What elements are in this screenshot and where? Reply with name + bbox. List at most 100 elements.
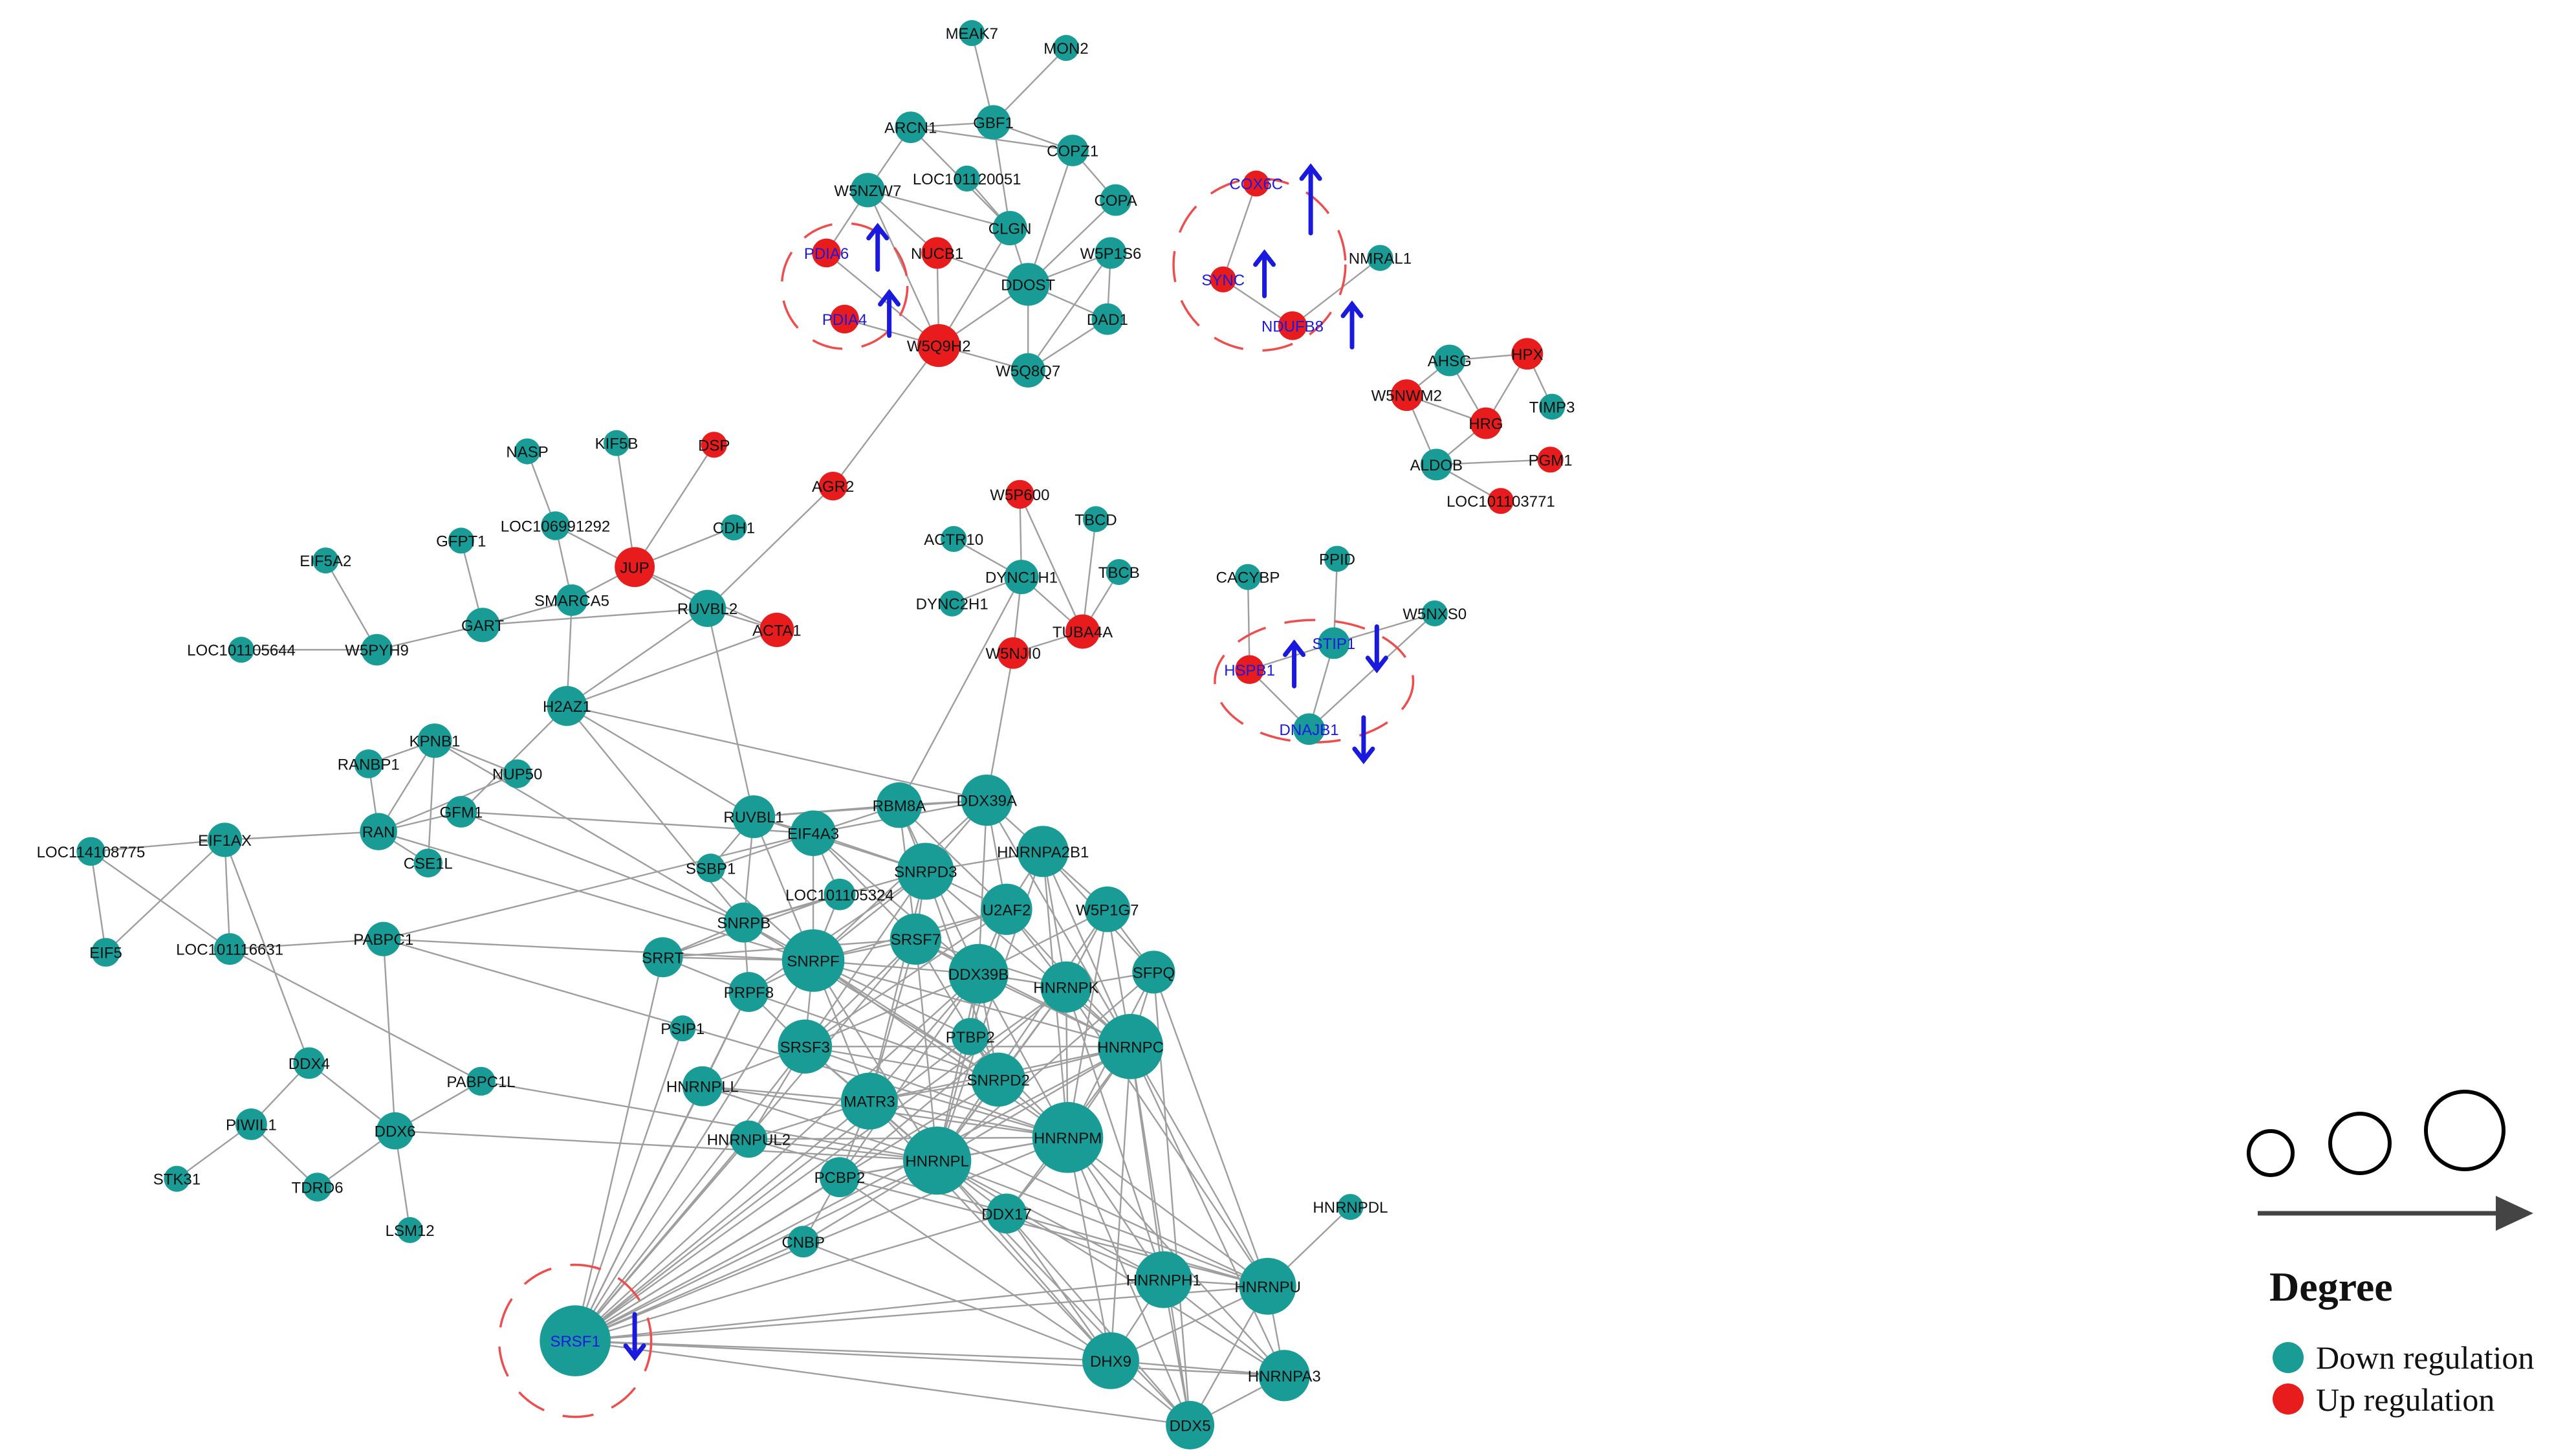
node-tbcb[interactable]: TBCB — [1098, 558, 1140, 586]
node-circle-nup50[interactable] — [503, 759, 532, 788]
node-w5nzw7[interactable]: W5NZW7 — [834, 173, 901, 208]
node-hnrnpul2[interactable]: HNRNPUL2 — [707, 1120, 791, 1158]
node-w5nwm2[interactable]: W5NWM2 — [1371, 379, 1442, 412]
node-circle-ddx17[interactable] — [987, 1193, 1027, 1234]
node-circle-meak7[interactable] — [959, 20, 985, 47]
node-circle-timp3[interactable] — [1539, 393, 1566, 420]
node-circle-mon2[interactable] — [1053, 35, 1080, 61]
node-circle-cacybp[interactable] — [1234, 564, 1261, 590]
node-circle-w5nzw7[interactable] — [850, 173, 885, 208]
node-circle-w5nwm2[interactable] — [1390, 379, 1423, 412]
node-h2az1[interactable]: H2AZ1 — [543, 686, 591, 726]
node-circle-snrpf[interactable] — [781, 929, 845, 992]
node-circle-hnrnpk[interactable] — [1040, 961, 1092, 1013]
node-circle-hnrnpc[interactable] — [1098, 1013, 1164, 1079]
node-circle-tbcb[interactable] — [1106, 558, 1132, 586]
node-circle-loc101120051[interactable] — [954, 165, 980, 192]
node-circle-rbm8a[interactable] — [876, 782, 922, 828]
node-circle-acta1[interactable] — [759, 612, 794, 648]
node-loc101120051[interactable]: LOC101120051 — [913, 165, 1021, 192]
node-aldob[interactable]: ALDOB — [1410, 448, 1463, 481]
node-circle-hnrnpul2[interactable] — [730, 1120, 768, 1158]
node-circle-ddx39b[interactable] — [948, 943, 1009, 1004]
node-circle-ddx39a[interactable] — [961, 775, 1012, 826]
node-circle-hnrnpu[interactable] — [1239, 1257, 1296, 1315]
node-circle-srsf7[interactable] — [890, 913, 942, 965]
node-ruvbl1[interactable]: RUVBL1 — [723, 795, 784, 839]
node-loc101105324[interactable]: LOC101105324 — [785, 878, 894, 910]
node-circle-piwil1[interactable] — [235, 1108, 267, 1140]
node-pabpc1l[interactable]: PABPC1L — [446, 1066, 516, 1096]
node-hpx[interactable]: HPX — [1511, 338, 1543, 370]
node-cse1l[interactable]: CSE1L — [404, 848, 453, 877]
node-pabpc1[interactable]: PABPC1 — [353, 921, 413, 956]
node-circle-cdh1[interactable] — [721, 514, 747, 541]
node-rbm8a[interactable]: RBM8A — [873, 782, 926, 828]
node-circle-w5p1g7[interactable] — [1084, 886, 1131, 932]
node-circle-nmral1[interactable] — [1367, 245, 1393, 271]
node-w5p1s6[interactable]: W5P1S6 — [1080, 237, 1142, 269]
node-circle-cox6c[interactable] — [1243, 170, 1269, 197]
node-circle-tbcd[interactable] — [1082, 506, 1109, 533]
node-circle-snrpb[interactable] — [723, 902, 764, 943]
node-circle-ddost[interactable] — [1007, 263, 1050, 306]
node-circle-w5nxs0[interactable] — [1421, 600, 1448, 626]
node-circle-w5q8q7[interactable] — [1010, 353, 1045, 388]
node-circle-pabpc1l[interactable] — [466, 1066, 496, 1096]
node-circle-matr3[interactable] — [840, 1072, 898, 1130]
node-circle-sync[interactable] — [1210, 266, 1236, 292]
node-circle-hrg[interactable] — [1470, 407, 1502, 439]
node-loc106991292[interactable]: LOC106991292 — [501, 511, 610, 540]
node-smarca5[interactable]: SMARCA5 — [534, 584, 609, 616]
node-circle-pcbp2[interactable] — [820, 1157, 860, 1198]
node-nup50[interactable]: NUP50 — [492, 759, 542, 788]
node-circle-srsf3[interactable] — [778, 1019, 833, 1074]
node-circle-copa[interactable] — [1100, 184, 1132, 216]
node-lsm12[interactable]: LSM12 — [386, 1217, 435, 1243]
node-pdia6[interactable]: PDIA6 — [804, 238, 849, 268]
node-circle-snrpd3[interactable] — [897, 843, 954, 900]
node-circle-loc101116631[interactable] — [213, 933, 246, 965]
node-w5nji0[interactable]: W5NJI0 — [986, 637, 1041, 669]
node-circle-loc101105324[interactable] — [824, 878, 856, 910]
node-arcn1[interactable]: ARCN1 — [884, 111, 937, 144]
node-circle-w5p1s6[interactable] — [1095, 237, 1127, 269]
node-circle-psip1[interactable] — [670, 1015, 696, 1042]
node-circle-hnrnpa3[interactable] — [1258, 1350, 1310, 1402]
node-dsp[interactable]: DSP — [698, 432, 730, 458]
node-hnrnpll[interactable]: HNRNPLL — [666, 1066, 739, 1107]
node-hnrnpa2b1[interactable]: HNRNPA2B1 — [997, 826, 1089, 877]
node-circle-agr2[interactable] — [818, 471, 847, 501]
node-srsf1[interactable]: SRSF1 — [540, 1305, 611, 1376]
node-ddx39b[interactable]: DDX39B — [948, 943, 1009, 1004]
node-circle-copz1[interactable] — [1056, 135, 1089, 166]
node-dync1h1[interactable]: DYNC1H1 — [985, 560, 1058, 595]
node-mon2[interactable]: MON2 — [1043, 35, 1089, 61]
node-snrpd2[interactable]: SNRPD2 — [967, 1052, 1030, 1107]
node-circle-actr10[interactable] — [941, 525, 967, 552]
node-circle-ddx6[interactable] — [376, 1112, 414, 1150]
node-sfpq[interactable]: SFPQ — [1132, 951, 1175, 994]
node-nucb1[interactable]: NUCB1 — [911, 237, 963, 269]
node-circle-loc114108775[interactable] — [76, 837, 105, 866]
node-dync2h1[interactable]: DYNC2H1 — [916, 590, 988, 617]
node-kpnb1[interactable]: KPNB1 — [409, 723, 461, 758]
node-w5q8q7[interactable]: W5Q8Q7 — [996, 353, 1060, 388]
node-circle-hspb1[interactable] — [1235, 655, 1264, 685]
node-circle-ddx5[interactable] — [1166, 1400, 1215, 1449]
node-copa[interactable]: COPA — [1095, 184, 1137, 216]
node-circle-srsf1[interactable] — [540, 1305, 611, 1376]
node-piwil1[interactable]: PIWIL1 — [226, 1108, 277, 1140]
node-tuba4a[interactable]: TUBA4A — [1053, 614, 1113, 649]
node-circle-loc106991292[interactable] — [541, 511, 570, 540]
node-actr10[interactable]: ACTR10 — [924, 525, 983, 552]
node-circle-u2af2[interactable] — [981, 883, 1032, 935]
node-w5p600[interactable]: W5P600 — [990, 479, 1049, 509]
node-copz1[interactable]: COPZ1 — [1047, 135, 1098, 166]
node-kif5b[interactable]: KIF5B — [595, 430, 639, 456]
node-eif5[interactable]: EIF5 — [89, 938, 122, 967]
node-pdia4[interactable]: PDIA4 — [822, 304, 867, 334]
node-hnrnpc[interactable]: HNRNPC — [1097, 1013, 1164, 1079]
node-cacybp[interactable]: CACYBP — [1216, 564, 1280, 590]
node-circle-tdrd6[interactable] — [303, 1173, 332, 1202]
